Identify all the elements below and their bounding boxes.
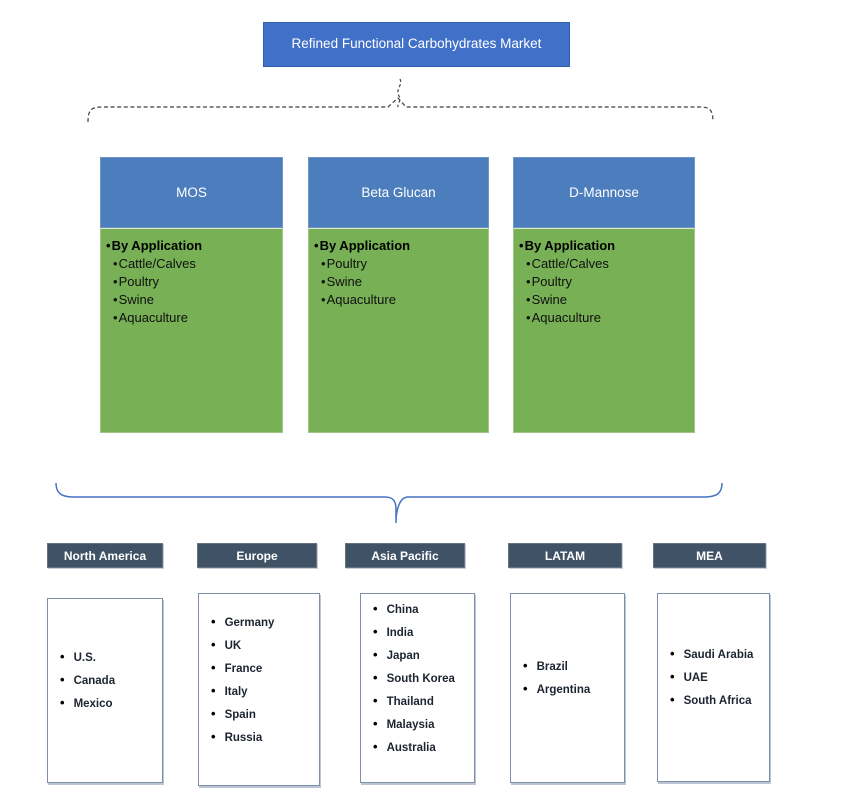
country-item: Brazil (523, 655, 622, 678)
region-box-europe: Germany UK France Italy Spain Russia (198, 593, 320, 786)
category-body-d-mannose: By Application Cattle/Calves Poultry Swi… (513, 228, 695, 433)
region-header-asia-pacific: Asia Pacific (345, 543, 465, 568)
country-item: France (211, 657, 317, 680)
region-header-europe: Europe (197, 543, 317, 568)
country-list: Germany UK France Italy Spain Russia (211, 611, 317, 749)
country-item: UAE (670, 666, 767, 689)
country-item: Thailand (373, 690, 472, 713)
diagram-title-label: Refined Functional Carbohydrates Market (291, 36, 542, 52)
application-item: Aquaculture (321, 291, 484, 309)
application-item: Poultry (526, 273, 690, 291)
application-item: Swine (113, 291, 278, 309)
country-item: Spain (211, 703, 317, 726)
country-item: Russia (211, 726, 317, 749)
region-header-latam: LATAM (508, 543, 622, 568)
regions-brace (55, 482, 723, 524)
country-list: Brazil Argentina (523, 655, 622, 701)
by-application-label: By Application (519, 237, 690, 255)
country-item: China (373, 598, 472, 621)
country-list: U.S. Canada Mexico (60, 646, 160, 715)
country-item: Japan (373, 644, 472, 667)
country-item: Malaysia (373, 713, 472, 736)
application-item: Cattle/Calves (113, 255, 278, 273)
application-list: Poultry Swine Aquaculture (321, 255, 484, 309)
country-item: U.S. (60, 646, 160, 669)
diagram-title: Refined Functional Carbohydrates Market (263, 22, 570, 67)
region-box-mea: Saudi Arabia UAE South Africa (657, 593, 770, 782)
country-item: India (373, 621, 472, 644)
category-column-beta-glucan: Beta Glucan By Application Poultry Swine… (308, 157, 489, 433)
by-application-label: By Application (106, 237, 278, 255)
category-column-mos: MOS By Application Cattle/Calves Poultry… (100, 157, 283, 433)
country-item: South Korea (373, 667, 472, 690)
region-box-latam: Brazil Argentina (510, 593, 625, 783)
region-label: Asia Pacific (371, 548, 439, 563)
application-item: Cattle/Calves (526, 255, 690, 273)
category-label: Beta Glucan (361, 185, 436, 200)
country-item: Germany (211, 611, 317, 634)
category-header-beta-glucan: Beta Glucan (308, 157, 489, 228)
title-connector-squiggle (397, 78, 402, 108)
category-header-d-mannose: D-Mannose (513, 157, 695, 228)
country-item: South Africa (670, 689, 767, 712)
application-item: Swine (526, 291, 690, 309)
application-item: Poultry (321, 255, 484, 273)
region-label: LATAM (544, 548, 586, 563)
country-item: Australia (373, 736, 472, 759)
country-item: Mexico (60, 692, 160, 715)
country-item: Saudi Arabia (670, 643, 767, 666)
application-item: Swine (321, 273, 484, 291)
category-label: MOS (176, 185, 207, 200)
category-label: D-Mannose (569, 185, 639, 200)
category-body-mos: By Application Cattle/Calves Poultry Swi… (100, 228, 283, 433)
category-body-beta-glucan: By Application Poultry Swine Aquaculture (308, 228, 489, 433)
application-item: Aquaculture (526, 309, 690, 327)
country-list: Saudi Arabia UAE South Africa (670, 643, 767, 712)
application-list: Cattle/Calves Poultry Swine Aquaculture (526, 255, 690, 327)
country-item: Italy (211, 680, 317, 703)
country-item: UK (211, 634, 317, 657)
category-column-d-mannose: D-Mannose By Application Cattle/Calves P… (513, 157, 695, 433)
region-header-mea: MEA (653, 543, 766, 568)
region-label: Europe (236, 548, 278, 563)
region-label: MEA (696, 548, 723, 563)
application-item: Poultry (113, 273, 278, 291)
country-item: Canada (60, 669, 160, 692)
dashed-brace (87, 97, 714, 123)
region-header-north-america: North America (47, 543, 163, 568)
region-box-asia-pacific: China India Japan South Korea Thailand M… (360, 593, 475, 783)
application-list: Cattle/Calves Poultry Swine Aquaculture (113, 255, 278, 327)
country-list: China India Japan South Korea Thailand M… (373, 598, 472, 759)
category-header-mos: MOS (100, 157, 283, 228)
region-box-north-america: U.S. Canada Mexico (47, 598, 163, 783)
region-label: North America (63, 548, 147, 563)
country-item: Argentina (523, 678, 622, 701)
application-item: Aquaculture (113, 309, 278, 327)
by-application-label: By Application (314, 237, 484, 255)
